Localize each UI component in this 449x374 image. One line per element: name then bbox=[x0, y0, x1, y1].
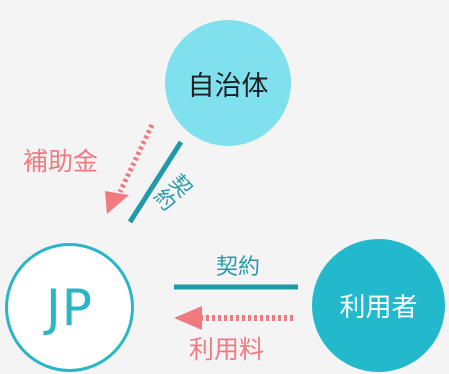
fee-label: 利用料 bbox=[189, 335, 265, 364]
fee-arrowhead bbox=[174, 306, 202, 330]
municipality-node: 自治体 bbox=[165, 20, 291, 146]
municipality-label: 自治体 bbox=[187, 70, 269, 102]
jp-label: JP bbox=[46, 278, 93, 337]
user-label: 利用者 bbox=[339, 293, 418, 323]
subsidy-arrow-line bbox=[117, 123, 155, 194]
subsidy-label: 補助金 bbox=[23, 147, 99, 176]
subsidy-arrowhead bbox=[105, 191, 129, 214]
user-node: 利用者 bbox=[312, 239, 445, 372]
contract-label-mid: 契約 bbox=[216, 255, 261, 280]
contract-line-top bbox=[127, 140, 184, 224]
jp-node: JP bbox=[5, 243, 134, 372]
